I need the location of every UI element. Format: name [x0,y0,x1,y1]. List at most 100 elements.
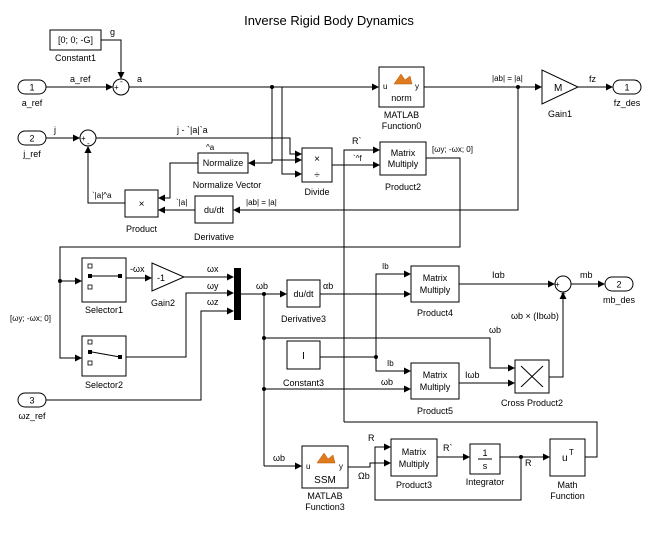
junction-dots [58,85,523,459]
matlab-function3-block[interactable]: u y SSM MATLAB Function3 [301,445,349,512]
svg-text:+: + [81,134,86,143]
svg-text:2: 2 [29,134,34,144]
svg-text:ωb: ωb [489,325,501,335]
svg-text:fz_des: fz_des [614,98,641,108]
svg-text:Matrix: Matrix [402,447,427,457]
svg-text:1: 1 [482,448,487,458]
normalize-block[interactable]: Normalize Normalize Vector [193,152,262,190]
math-function-block[interactable]: u T Math Function [549,438,586,501]
svg-text:Selector2: Selector2 [85,380,123,390]
svg-text:T: T [569,448,574,457]
svg-text:+: + [555,280,560,289]
matlab-function0-block[interactable]: u y norm MATLAB Function0 [378,66,425,131]
svg-text:Constant1: Constant1 [55,53,96,63]
constant1-block[interactable]: [0; 0; -G] Constant1 [49,29,102,63]
svg-text:Function0: Function0 [382,121,422,131]
svg-text:Ωb: Ωb [358,471,370,481]
svg-text:y: y [339,462,343,471]
cross-product2-block[interactable]: Cross Product2 [501,359,563,408]
matlab-logo-icon [316,452,336,464]
svg-text:a: a [137,74,142,84]
svg-text:Multiply: Multiply [420,285,451,295]
svg-text:mb: mb [580,270,593,280]
inport-j-ref[interactable]: 2 j_ref [17,130,47,159]
svg-text:R`: R` [352,136,362,146]
gain1-block[interactable]: M Gain1 [541,69,580,119]
svg-text:I: I [302,351,305,362]
svg-text:-: - [87,139,90,148]
constant3-block[interactable]: I Constant3 [283,340,324,388]
svg-text:u: u [383,82,387,91]
svg-text:×: × [314,154,320,165]
selector2-block[interactable]: Selector2 [81,335,127,390]
svg-text:j: j [53,125,56,135]
sum2-block[interactable]: + - [79,129,97,148]
svg-text:Constant3: Constant3 [283,378,324,388]
svg-text:Multiply: Multiply [420,382,451,392]
svg-text:Cross Product2: Cross Product2 [501,398,563,408]
svg-text:M: M [554,83,562,94]
svg-text:[0; 0; -G]: [0; 0; -G] [58,35,93,45]
sum1-block[interactable]: + - [112,77,130,96]
svg-text:du/dt: du/dt [293,289,314,299]
divide-block[interactable]: × ÷ Divide [301,147,333,197]
svg-text:Matrix: Matrix [423,370,448,380]
svg-text:Derivative: Derivative [194,232,234,242]
product-block[interactable]: × Product [124,189,159,234]
svg-text:[ωy; -ωx; 0]: [ωy; -ωx; 0] [432,145,473,154]
svg-text:×: × [139,199,145,210]
svg-text:Selector1: Selector1 [85,305,123,315]
derivative3-block[interactable]: du/dt Derivative3 [281,279,326,324]
svg-text:j_ref: j_ref [22,149,41,159]
svg-text:s: s [483,461,488,471]
signal-labels: g a_ref a j |ab| = |a| fz j - `|a|`a R` … [10,27,597,481]
svg-text:[ωy; -ωx; 0]: [ωy; -ωx; 0] [10,314,51,323]
svg-text:Multiply: Multiply [388,159,419,169]
svg-text:ωz: ωz [207,297,219,307]
svg-text:-1: -1 [157,273,165,283]
svg-text:g: g [110,27,115,37]
svg-text:-: - [120,77,123,86]
svg-text:ωz_ref: ωz_ref [18,411,46,421]
selector1-block[interactable]: Selector1 [81,257,127,315]
svg-text:|ab| = |a|: |ab| = |a| [246,198,277,207]
svg-text:ωx: ωx [207,264,219,274]
svg-text:Iωb: Iωb [465,370,480,380]
svg-text:a_ref: a_ref [22,98,43,108]
product4-block[interactable]: Matrix Multiply Product4 [410,265,460,318]
svg-text:Math: Math [557,480,577,490]
svg-text:MATLAB: MATLAB [384,110,419,120]
gain2-block[interactable]: -1 Gain2 [151,262,186,308]
svg-text:u: u [306,462,310,471]
product2-block[interactable]: Matrix Multiply Product2 [379,141,427,192]
svg-text:Integrator: Integrator [466,477,505,487]
svg-text:Multiply: Multiply [399,459,430,469]
svg-text:ωy: ωy [207,281,219,291]
integrator-block[interactable]: 1 s Integrator [466,443,505,487]
outport-mb-des[interactable]: 2 mb_des [603,276,636,305]
derivative-block[interactable]: du/dt Derivative [194,195,234,242]
svg-text:-ωx: -ωx [130,264,145,274]
svg-text:÷: ÷ [314,170,320,181]
product5-block[interactable]: Matrix Multiply Product5 [410,362,460,416]
svg-text:2: 2 [616,280,621,290]
svg-text:Matrix: Matrix [391,148,416,158]
product3-block[interactable]: Matrix Multiply Product3 [390,438,438,490]
svg-text:1: 1 [624,83,629,93]
svg-text:MATLAB: MATLAB [307,491,342,501]
svg-text:y: y [415,82,419,91]
inport-a-ref[interactable]: 1 a_ref [17,79,47,108]
mux-bar[interactable] [234,268,241,320]
svg-text:Derivative3: Derivative3 [281,314,326,324]
svg-text:αb: αb [323,281,333,291]
matlab-logo-icon [393,73,413,85]
svg-text:R: R [525,458,532,468]
svg-text:Ib: Ib [387,359,394,368]
svg-text:a_ref: a_ref [70,74,91,84]
svg-text:Gain1: Gain1 [548,109,572,119]
svg-text:+: + [114,83,119,92]
outport-fz-des[interactable]: 1 fz_des [612,79,642,108]
svg-text:ωb × (Ibωb): ωb × (Ibωb) [511,311,559,321]
inport-wz-ref[interactable]: 3 ωz_ref [17,392,47,421]
